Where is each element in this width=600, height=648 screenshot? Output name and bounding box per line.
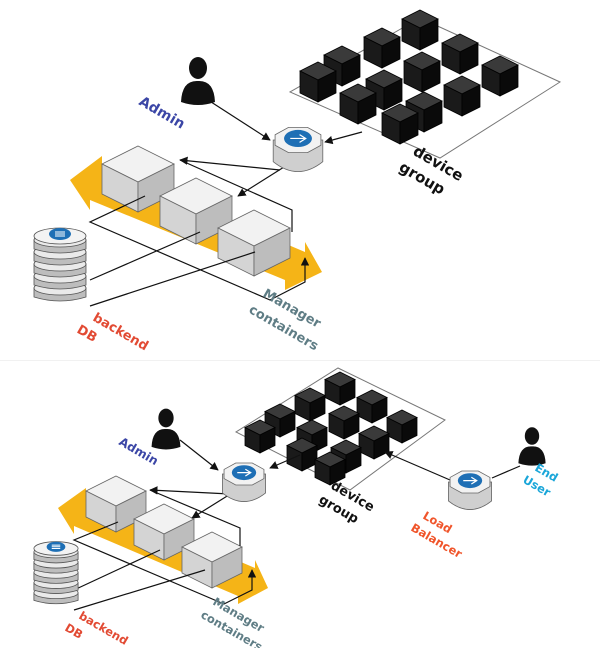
end-user-person-icon bbox=[518, 427, 546, 466]
server-cube-icon bbox=[314, 451, 346, 486]
manager-containers bbox=[101, 145, 291, 277]
server-cube-icon bbox=[159, 177, 233, 245]
server-cube-icon bbox=[101, 145, 175, 213]
server-cube-icon bbox=[299, 61, 337, 103]
admin-label: Admin bbox=[136, 94, 187, 133]
server-cube-icon bbox=[339, 83, 377, 125]
connection-lines bbox=[88, 99, 363, 307]
server-cube-icon bbox=[217, 209, 291, 277]
server-cube-icon bbox=[324, 371, 356, 406]
person-icon bbox=[181, 57, 215, 105]
top-panel: Admin device group Manager containers ba… bbox=[33, 9, 562, 354]
server-cube-icon bbox=[481, 55, 519, 97]
router-hub-icon bbox=[272, 126, 324, 173]
server-cube-icon bbox=[443, 75, 481, 117]
server-cube-icon bbox=[386, 409, 418, 444]
server-cube-icon bbox=[363, 27, 401, 69]
server-cube-icon bbox=[358, 425, 390, 460]
router-hub-icon bbox=[222, 462, 266, 502]
server-cube-icon bbox=[401, 9, 439, 51]
bottom-panel: Admin device group Manager containers ba… bbox=[33, 367, 561, 648]
server-cube-icon bbox=[244, 419, 276, 454]
panel-divider bbox=[0, 360, 600, 361]
server-cube-icon bbox=[356, 389, 388, 424]
server-cube-icon bbox=[133, 503, 195, 561]
database-stack-icon bbox=[33, 541, 79, 605]
load-balancer-hub-icon bbox=[448, 470, 492, 510]
server-cube-icon bbox=[294, 387, 326, 422]
database-stack-icon bbox=[33, 227, 87, 302]
server-cube-icon bbox=[181, 531, 243, 589]
manager-containers bbox=[85, 475, 243, 589]
person-icon bbox=[151, 408, 181, 450]
server-cube-icon bbox=[286, 437, 318, 472]
server-cube-icon bbox=[328, 405, 360, 440]
server-cube-icon bbox=[381, 103, 419, 145]
device-group-servers bbox=[244, 371, 418, 486]
device-group-servers bbox=[299, 9, 519, 145]
server-cube-icon bbox=[441, 33, 479, 75]
server-cube-icon bbox=[403, 51, 441, 93]
